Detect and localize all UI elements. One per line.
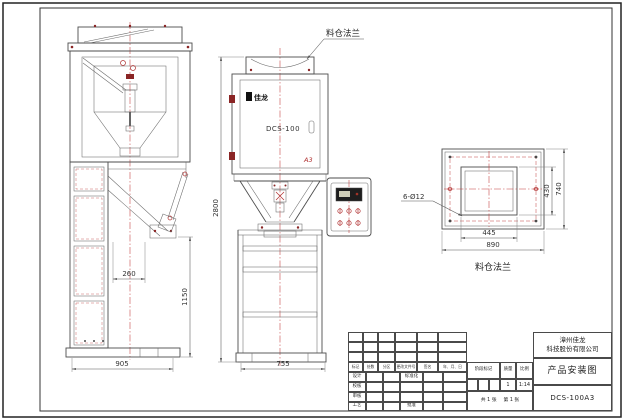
tb-row-process: 工艺 — [348, 402, 366, 411]
tb-mass-label: 质量 — [500, 362, 516, 379]
tb-stage-mark-label: 阶段标记 — [467, 362, 500, 379]
tb-cell — [378, 352, 395, 362]
tb-cell — [383, 402, 400, 411]
tb-cell — [378, 342, 395, 352]
brand-logo-icon — [246, 92, 252, 101]
tb-stage-box — [478, 379, 489, 391]
tb-cell — [443, 402, 467, 411]
tb-mass-value: 1 — [500, 379, 516, 391]
tb-row-design: 设计 — [348, 372, 366, 382]
tb-cell — [395, 352, 417, 362]
tb-company-name: 漳州佳龙 科技股份有限公司 — [533, 332, 612, 358]
tb-cell — [348, 342, 363, 352]
tb-cell — [438, 342, 467, 352]
tb-company-line2: 科技股份有限公司 — [546, 345, 599, 353]
dim-flange-inner-height: 430 — [543, 184, 551, 197]
tb-scale-label: 比例 — [516, 362, 533, 379]
tb-cell — [423, 372, 443, 382]
tb-cell — [423, 382, 443, 392]
dim-flange-inner-width: 445 — [482, 229, 495, 237]
tb-drawing-title: 产品安装图 — [533, 358, 612, 385]
tb-cell — [443, 372, 467, 382]
tb-row-approve: 批准 — [400, 402, 423, 411]
tb-cell — [383, 382, 400, 392]
cabinet-mark-label: A3 — [303, 156, 313, 164]
tb-rev-header: 签名 — [417, 362, 438, 372]
title-block: 标记 处数 分区 更改文件号 签名 年、月、日 设计 标准化 校核 审核 工艺 … — [348, 332, 612, 411]
front-flange-callout: 料仓法兰 — [306, 28, 364, 60]
flange-callout-label: 料仓法兰 — [326, 28, 360, 39]
tb-company-line1: 漳州佳龙 — [559, 335, 586, 344]
control-panel — [326, 177, 372, 237]
tb-drawing-number: DCS-100A3 — [533, 385, 612, 411]
tb-cell — [378, 332, 395, 342]
panel-buttons — [337, 208, 361, 226]
hinge-icon — [229, 152, 235, 160]
inner-frame — [39, 7, 613, 412]
tb-cell — [438, 332, 467, 342]
dim-flange-outer-height: 740 — [555, 182, 563, 195]
tb-rev-header: 年、月、日 — [438, 362, 467, 372]
hole-callout-label: 6-Ø12 — [403, 193, 424, 201]
tb-cell — [363, 352, 378, 362]
tb-cell — [417, 352, 438, 362]
dim-side-width: 905 — [115, 360, 128, 368]
dim-side-offset: 260 — [122, 270, 135, 278]
tb-row-audit: 审核 — [348, 392, 366, 402]
tb-row-check: 校核 — [348, 382, 366, 392]
tb-sheets-total: 共 1 张 — [480, 397, 497, 403]
tb-cell — [366, 382, 383, 392]
tb-rev-header: 处数 — [363, 362, 378, 372]
tb-cell — [366, 372, 383, 382]
door-handle-icon — [308, 120, 315, 134]
tb-sheet-no: 第 1 张 — [503, 397, 520, 403]
side-dimensions: 905 1150 260 — [71, 236, 193, 372]
tb-cell — [395, 342, 417, 352]
machine-model-label: DCS-100 — [266, 125, 300, 133]
front-view: 佳龙 DCS-100 A3 — [229, 48, 329, 366]
tb-row-standardized: 标准化 — [400, 372, 423, 382]
side-view — [65, 22, 193, 360]
front-dimensions: 2800 755 — [212, 56, 326, 372]
tb-cell — [423, 392, 443, 402]
tb-rev-header: 标记 — [348, 362, 363, 372]
tb-cell — [363, 342, 378, 352]
tb-rev-header: 分区 — [378, 362, 395, 372]
tb-cell — [400, 382, 423, 392]
tb-cell — [348, 352, 363, 362]
flange-detail-title: 料仓法兰 — [475, 261, 511, 273]
tb-cell — [366, 402, 383, 411]
tb-cell — [417, 342, 438, 352]
tb-cell — [438, 352, 467, 362]
tb-cell — [400, 392, 423, 402]
tb-cell — [363, 332, 378, 342]
tb-cell — [443, 392, 467, 402]
tb-cell — [395, 332, 417, 342]
tb-sheet-info: 共 1 张 第 1 张 — [467, 391, 533, 411]
tb-cell — [417, 332, 438, 342]
tb-cell — [423, 402, 443, 411]
dim-front-height: 2800 — [212, 199, 220, 217]
flange-detail-view: 6-Ø12 445 890 430 740 料仓法兰 — [401, 148, 568, 273]
tb-cell — [348, 332, 363, 342]
tb-stage-box — [467, 379, 478, 391]
tb-stage-box — [489, 379, 500, 391]
dim-flange-outer-width: 890 — [486, 241, 499, 249]
tb-rev-header: 更改文件号 — [395, 362, 417, 372]
dim-side-height: 1150 — [181, 288, 189, 306]
brand-logo-text: 佳龙 — [254, 93, 268, 102]
tb-cell — [383, 392, 400, 402]
dim-front-width: 755 — [276, 360, 289, 368]
tb-scale-value: 1:14 — [516, 379, 533, 391]
hinge-icon — [229, 95, 235, 103]
tb-cell — [443, 382, 467, 392]
tb-cell — [366, 392, 383, 402]
tb-cell — [383, 372, 400, 382]
